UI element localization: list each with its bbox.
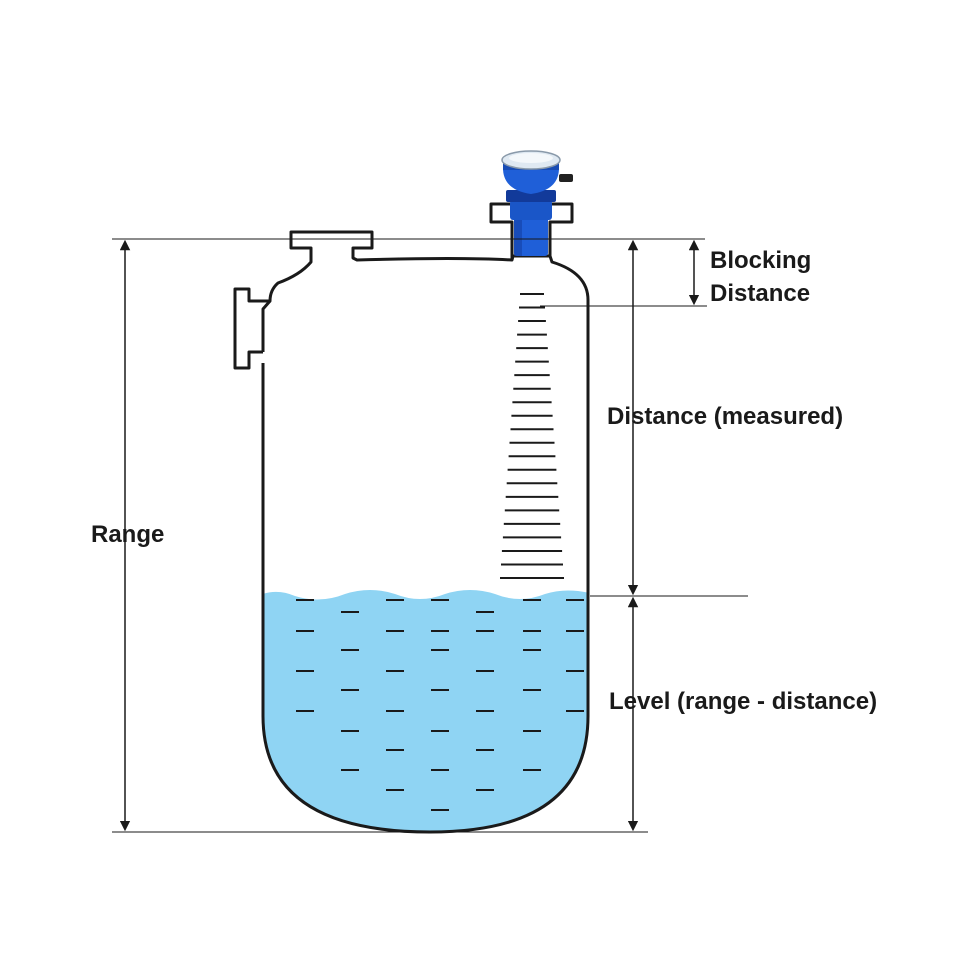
- ultrasonic-level-sensor-icon: [501, 150, 573, 256]
- blocking-distance-label-line1: Blocking: [710, 247, 811, 274]
- distance-measured-label: Distance (measured): [607, 403, 843, 430]
- side-nozzle: [261, 300, 272, 352]
- liquid: [263, 590, 588, 832]
- dimension-lines: [112, 238, 748, 833]
- ultrasonic-beam: [500, 293, 564, 579]
- blocking-distance-label-line2: Distance: [710, 280, 810, 307]
- liquid-dashes: [296, 599, 584, 811]
- level-label: Level (range - distance): [609, 688, 877, 715]
- dimension-arrows: [119, 239, 700, 832]
- range-label: Range: [91, 521, 164, 548]
